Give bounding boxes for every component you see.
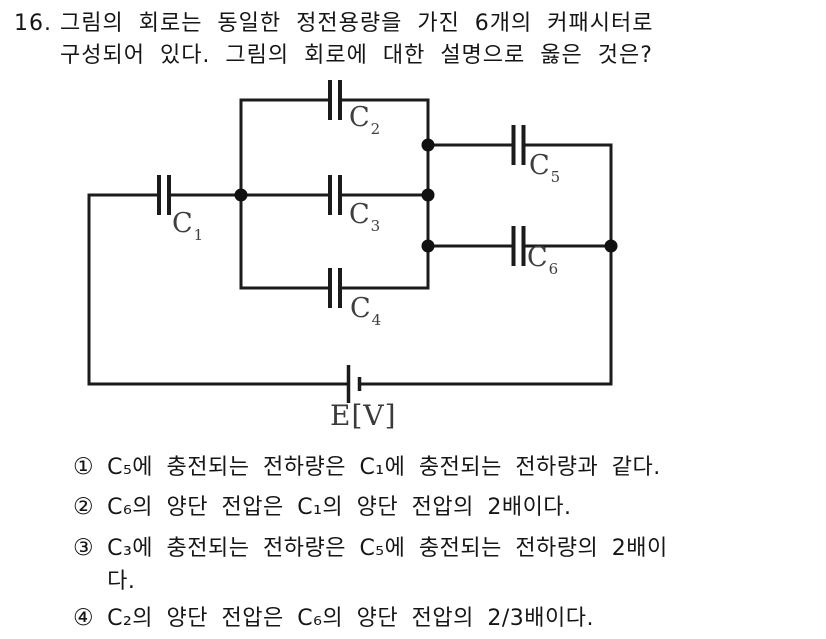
- question-line-2: 구성되어 있다. 그림의 회로에 대한 설명으로 옳은 것은?: [60, 43, 653, 68]
- junction-dot-left: [234, 188, 248, 202]
- question-text: 그림의 회로는 동일한 정전용량을 가진 6개의 커패시터로 구성되어 있다. …: [60, 8, 653, 72]
- option-3-text-line-2: 다.: [107, 569, 136, 594]
- option-1-text: C₅에 충전되는 전하량은 C₁에 충전되는 전하량과 같다.: [107, 455, 661, 480]
- capacitor-c4-symbol: [328, 268, 342, 308]
- question-number: 16.: [14, 11, 52, 36]
- option-2-marker: ②: [73, 494, 95, 520]
- circuit-svg: [87, 80, 618, 403]
- option-1-marker: ①: [73, 454, 95, 480]
- circuit-diagram: C1 C2 C3 C4 C5 C6 E[V]: [87, 80, 618, 432]
- option-4-text: C₂의 양단 전압은 C₆의 양단 전압의 2/3배이다.: [107, 606, 594, 631]
- junction-dot-right: [604, 239, 618, 253]
- label-c3: C3: [349, 199, 381, 236]
- junction-dot-middle: [421, 188, 435, 202]
- option-1: ① C₅에 충전되는 전하량은 C₁에 충전되는 전하량과 같다.: [73, 451, 661, 484]
- source-voltage-label: E[V]: [330, 399, 397, 432]
- label-c4: C4: [350, 293, 382, 330]
- option-4-marker: ④: [73, 605, 95, 631]
- capacitor-c5-symbol: [511, 125, 526, 165]
- option-2-text: C₆의 양단 전압은 C₁의 양단 전압의 2배이다.: [107, 495, 572, 520]
- capacitor-c3-symbol: [328, 175, 342, 215]
- question-line-1: 그림의 회로는 동일한 정전용량을 가진 6개의 커패시터로: [60, 11, 654, 36]
- option-3-marker: ③: [73, 535, 95, 561]
- label-c5: C5: [529, 150, 561, 187]
- option-3: ③ C₃에 충전되는 전하량은 C₅에 충전되는 전하량의 2배이 다.: [73, 532, 668, 598]
- label-c1: C1: [172, 208, 204, 245]
- option-4: ④ C₂의 양단 전압은 C₆의 양단 전압의 2/3배이다.: [73, 602, 594, 635]
- question-block: 16. 그림의 회로는 동일한 정전용량을 가진 6개의 커패시터로 구성되어 …: [14, 8, 653, 72]
- option-2: ② C₆의 양단 전압은 C₁의 양단 전압의 2배이다.: [73, 491, 572, 524]
- junction-dot-top: [421, 138, 435, 152]
- capacitor-c1-symbol: [157, 175, 171, 215]
- label-c2: C2: [349, 102, 381, 139]
- junction-dot-bottom: [421, 239, 435, 253]
- option-3-text-line-1: C₃에 충전되는 전하량은 C₅에 충전되는 전하량의 2배이: [107, 536, 668, 561]
- label-c6: C6: [527, 242, 559, 279]
- capacitor-c6-symbol: [511, 226, 526, 266]
- capacitor-c2-symbol: [328, 80, 342, 120]
- battery-symbol: [346, 365, 362, 403]
